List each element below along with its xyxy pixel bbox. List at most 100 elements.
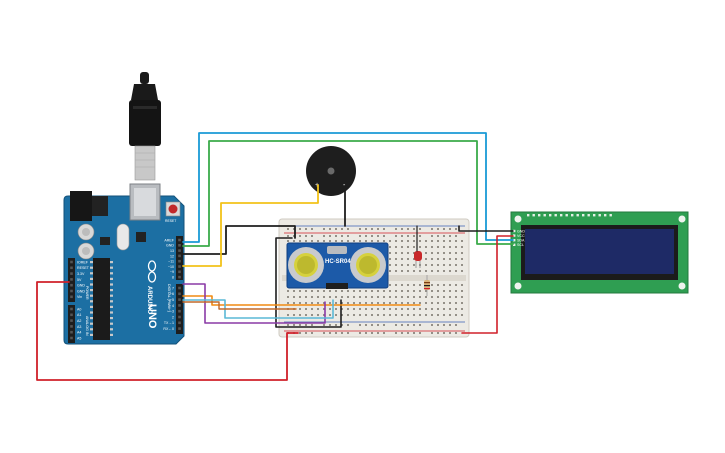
breadboard-hole[interactable]	[413, 296, 415, 298]
breadboard-hole[interactable]	[413, 235, 415, 237]
breadboard-hole[interactable]	[431, 252, 433, 254]
breadboard-hole[interactable]	[335, 332, 337, 334]
breadboard-hole[interactable]	[353, 308, 355, 310]
breadboard-hole[interactable]	[359, 314, 361, 316]
breadboard-hole[interactable]	[413, 308, 415, 310]
breadboard-hole[interactable]	[311, 332, 313, 334]
breadboard-hole[interactable]	[371, 228, 373, 230]
breadboard-hole[interactable]	[299, 308, 301, 310]
breadboard-hole[interactable]	[419, 324, 421, 326]
breadboard-hole[interactable]	[413, 258, 415, 260]
reset-button[interactable]	[168, 204, 178, 214]
breadboard-hole[interactable]	[407, 246, 409, 248]
breadboard-hole[interactable]	[347, 240, 349, 242]
breadboard-hole[interactable]	[455, 228, 457, 230]
breadboard-hole[interactable]	[365, 235, 367, 237]
breadboard-hole[interactable]	[377, 240, 379, 242]
breadboard-hole[interactable]	[383, 240, 385, 242]
breadboard-hole[interactable]	[311, 296, 313, 298]
breadboard-hole[interactable]	[377, 290, 379, 292]
breadboard-hole[interactable]	[389, 290, 391, 292]
breadboard-hole[interactable]	[317, 240, 319, 242]
breadboard-hole[interactable]	[449, 324, 451, 326]
breadboard-hole[interactable]	[419, 308, 421, 310]
breadboard-hole[interactable]	[389, 314, 391, 316]
breadboard-hole[interactable]	[431, 270, 433, 272]
breadboard-hole[interactable]	[455, 240, 457, 242]
breadboard-hole[interactable]	[395, 270, 397, 272]
header-pin[interactable]	[178, 270, 181, 274]
breadboard-hole[interactable]	[389, 302, 391, 304]
header-pin[interactable]	[70, 278, 73, 281]
breadboard-hole[interactable]	[389, 308, 391, 310]
breadboard-hole[interactable]	[455, 296, 457, 298]
breadboard-hole[interactable]	[305, 235, 307, 237]
breadboard-hole[interactable]	[395, 314, 397, 316]
breadboard-hole[interactable]	[395, 228, 397, 230]
breadboard-hole[interactable]	[341, 302, 343, 304]
breadboard-hole[interactable]	[419, 240, 421, 242]
breadboard-hole[interactable]	[443, 296, 445, 298]
breadboard-hole[interactable]	[383, 332, 385, 334]
breadboard-hole[interactable]	[413, 264, 415, 266]
breadboard-hole[interactable]	[293, 235, 295, 237]
header-pin[interactable]	[178, 244, 181, 247]
breadboard-hole[interactable]	[461, 270, 463, 272]
breadboard-hole[interactable]	[293, 314, 295, 316]
breadboard-hole[interactable]	[341, 235, 343, 237]
breadboard-hole[interactable]	[341, 314, 343, 316]
breadboard-hole[interactable]	[401, 252, 403, 254]
breadboard-hole[interactable]	[317, 296, 319, 298]
breadboard-hole[interactable]	[335, 235, 337, 237]
breadboard-hole[interactable]	[389, 270, 391, 272]
breadboard-hole[interactable]	[401, 270, 403, 272]
breadboard-hole[interactable]	[293, 296, 295, 298]
breadboard-hole[interactable]	[443, 324, 445, 326]
breadboard-hole[interactable]	[407, 264, 409, 266]
breadboard-hole[interactable]	[395, 302, 397, 304]
breadboard-hole[interactable]	[359, 240, 361, 242]
breadboard-hole[interactable]	[329, 314, 331, 316]
breadboard-hole[interactable]	[299, 296, 301, 298]
breadboard-hole[interactable]	[371, 296, 373, 298]
breadboard-hole[interactable]	[377, 302, 379, 304]
breadboard-hole[interactable]	[359, 290, 361, 292]
breadboard-hole[interactable]	[389, 258, 391, 260]
breadboard-hole[interactable]	[461, 296, 463, 298]
breadboard-hole[interactable]	[377, 332, 379, 334]
breadboard-hole[interactable]	[305, 308, 307, 310]
breadboard-hole[interactable]	[341, 324, 343, 326]
breadboard-hole[interactable]	[395, 264, 397, 266]
breadboard-hole[interactable]	[401, 264, 403, 266]
breadboard-hole[interactable]	[371, 308, 373, 310]
breadboard-hole[interactable]	[437, 258, 439, 260]
breadboard-hole[interactable]	[407, 308, 409, 310]
header-pin[interactable]	[70, 272, 73, 275]
header-pin[interactable]	[178, 238, 181, 242]
breadboard-hole[interactable]	[425, 246, 427, 248]
breadboard-hole[interactable]	[347, 296, 349, 298]
breadboard-hole[interactable]	[449, 264, 451, 266]
breadboard-hole[interactable]	[287, 296, 289, 298]
breadboard-hole[interactable]	[329, 228, 331, 230]
breadboard-hole[interactable]	[437, 252, 439, 254]
breadboard-hole[interactable]	[413, 252, 415, 254]
breadboard-hole[interactable]	[287, 235, 289, 237]
breadboard-hole[interactable]	[443, 308, 445, 310]
breadboard-hole[interactable]	[419, 332, 421, 334]
breadboard-hole[interactable]	[347, 290, 349, 292]
breadboard-hole[interactable]	[425, 314, 427, 316]
breadboard-hole[interactable]	[443, 290, 445, 292]
breadboard-hole[interactable]	[437, 296, 439, 298]
breadboard-hole[interactable]	[449, 314, 451, 316]
breadboard-hole[interactable]	[401, 314, 403, 316]
breadboard-hole[interactable]	[389, 252, 391, 254]
header-pin[interactable]	[70, 330, 73, 334]
breadboard-hole[interactable]	[287, 228, 289, 230]
breadboard-hole[interactable]	[437, 240, 439, 242]
breadboard-hole[interactable]	[455, 235, 457, 237]
breadboard-hole[interactable]	[461, 258, 463, 260]
breadboard-hole[interactable]	[329, 235, 331, 237]
header-pin[interactable]	[178, 309, 181, 313]
breadboard-hole[interactable]	[311, 308, 313, 310]
